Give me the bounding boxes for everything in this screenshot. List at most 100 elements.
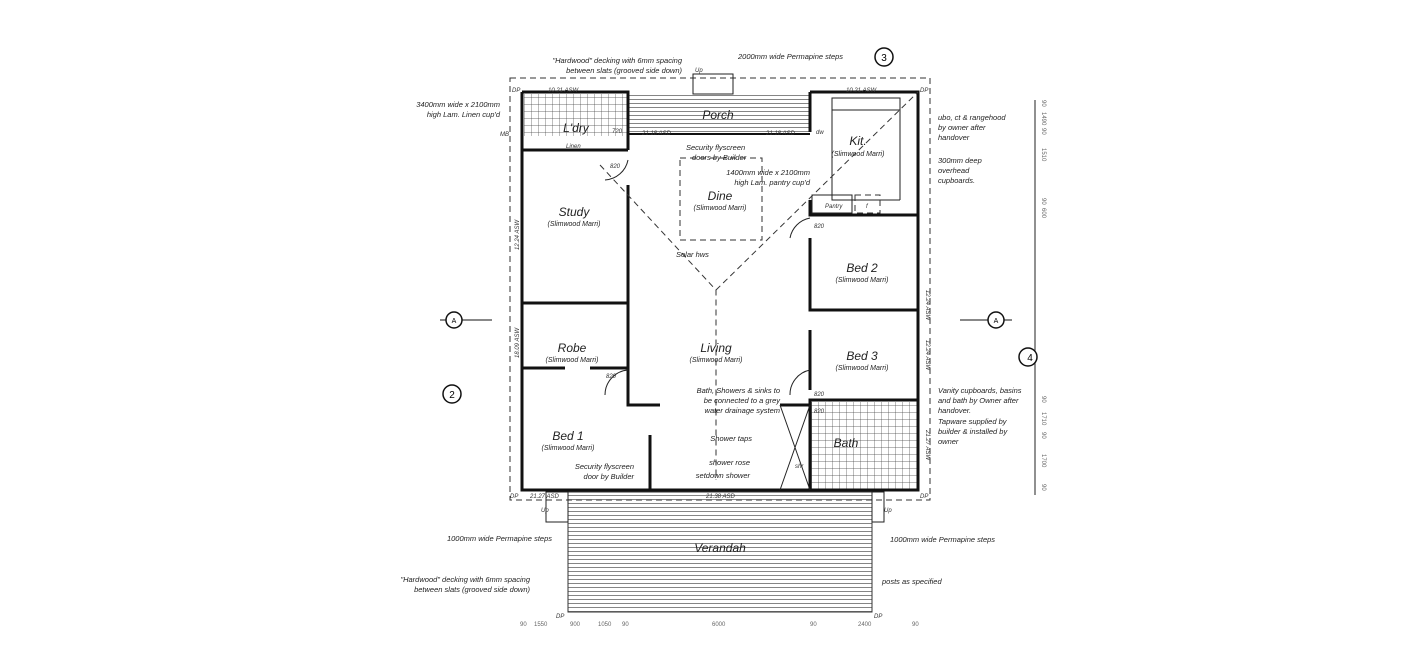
- svg-text:90: 90: [1040, 484, 1046, 491]
- svg-text:21.18 ASD: 21.18 ASD: [641, 131, 671, 137]
- svg-text:90: 90: [1040, 198, 1046, 205]
- room-robe: Robe: [558, 341, 587, 355]
- svg-text:900: 900: [570, 622, 581, 628]
- svg-text:820: 820: [814, 392, 825, 398]
- elevation-marker-right: A: [960, 311, 1012, 329]
- svg-text:21.27 ASD: 21.27 ASD: [529, 494, 559, 500]
- svg-text:DP: DP: [920, 494, 928, 500]
- svg-text:90: 90: [1040, 128, 1046, 135]
- svg-text:ubo, ct & rangehood: ubo, ct & rangehood: [938, 113, 1006, 122]
- dimensions-right: 90 1490 90 1510 90 600 90 1710 90 1700 9…: [1040, 100, 1046, 491]
- svg-text:Bath, Showers & sinks to: Bath, Showers & sinks to: [697, 386, 780, 395]
- svg-text:and bath by Owner after: and bath by Owner after: [938, 396, 1019, 405]
- section-marker-top: 3: [874, 47, 894, 67]
- svg-text:820: 820: [610, 164, 621, 170]
- svg-text:handover: handover: [938, 133, 970, 142]
- svg-text:21.38 ASD: 21.38 ASD: [705, 494, 735, 500]
- svg-text:dw: dw: [816, 130, 824, 136]
- svg-text:90: 90: [622, 622, 629, 628]
- room-bed3-floor: (Slimwood Marri): [836, 365, 889, 372]
- svg-text:cupboards.: cupboards.: [938, 176, 975, 185]
- svg-text:21.18 ASD: 21.18 ASD: [765, 131, 795, 137]
- svg-text:1490: 1490: [1040, 112, 1046, 126]
- room-living: Living: [700, 341, 732, 355]
- plan-labels: Up Up Up DP DP DP DP DP DP MB Linen dw P…: [500, 68, 930, 620]
- svg-text:12.24 ASW: 12.24 ASW: [924, 340, 930, 371]
- roof-lines: [599, 91, 919, 480]
- svg-text:DP: DP: [556, 614, 564, 620]
- bath-tiles: [810, 402, 917, 489]
- svg-text:1550: 1550: [534, 622, 548, 628]
- svg-text:Up: Up: [884, 508, 892, 514]
- svg-text:high Lam. Linen cup'd: high Lam. Linen cup'd: [427, 110, 501, 119]
- room-bed2: Bed 2: [846, 261, 878, 275]
- svg-text:6000: 6000: [712, 622, 726, 628]
- room-bath: Bath: [834, 436, 859, 450]
- svg-text:10.21 ASW: 10.21 ASW: [846, 88, 877, 94]
- svg-text:handover.: handover.: [938, 406, 971, 415]
- svg-text:between slats (grooved side do: between slats (grooved side down): [414, 585, 530, 594]
- room-laundry: L'dry: [563, 121, 590, 135]
- svg-text:90: 90: [1040, 396, 1046, 403]
- svg-text:overhead: overhead: [938, 166, 970, 175]
- svg-text:21.27 ASW: 21.27 ASW: [924, 429, 930, 461]
- annotations: "Hardwood" decking with 6mm spacing betw…: [400, 52, 1021, 594]
- svg-text:by owner after: by owner after: [938, 123, 986, 132]
- pantry-cupboard: [811, 194, 853, 214]
- svg-text:10.21 ASW: 10.21 ASW: [548, 88, 579, 94]
- laundry-tiles: [524, 94, 628, 136]
- svg-text:Up: Up: [695, 68, 703, 74]
- svg-text:DP: DP: [920, 88, 928, 94]
- verandah-decking: [567, 491, 873, 613]
- svg-text:Solar hws: Solar hws: [676, 250, 709, 259]
- svg-text:builder & installed by: builder & installed by: [938, 427, 1008, 436]
- svg-text:DP: DP: [510, 494, 518, 500]
- svg-text:820: 820: [814, 409, 825, 415]
- svg-text:Linen: Linen: [566, 144, 581, 150]
- fridge-space: [854, 194, 881, 214]
- room-bed1: Bed 1: [552, 429, 583, 443]
- svg-text:door by Builder: door by Builder: [584, 472, 635, 481]
- svg-text:3400mm wide x 2100mm: 3400mm wide x 2100mm: [416, 100, 500, 109]
- room-bed1-floor: (Slimwood Marri): [542, 445, 595, 452]
- svg-text:shr: shr: [795, 464, 804, 470]
- room-study: Study: [559, 205, 591, 219]
- svg-text:720: 720: [612, 129, 623, 135]
- svg-text:1400mm wide x 2100mm: 1400mm wide x 2100mm: [726, 168, 810, 177]
- door-swings: [604, 159, 811, 396]
- svg-text:12.24 ASW: 12.24 ASW: [515, 219, 521, 250]
- svg-text:1510: 1510: [1040, 148, 1046, 162]
- svg-text:90: 90: [810, 622, 817, 628]
- svg-text:setdown shower: setdown shower: [696, 471, 751, 480]
- svg-text:1050: 1050: [598, 622, 612, 628]
- kitchen-bench: [831, 97, 901, 201]
- room-porch: Porch: [702, 108, 734, 122]
- svg-text:MB: MB: [500, 132, 509, 138]
- room-kitchen-floor: (Slimwood Marri): [832, 151, 885, 158]
- svg-text:water drainage system: water drainage system: [705, 406, 780, 415]
- svg-text:"Hardwood" decking with 6mm sp: "Hardwood" decking with 6mm spacing: [552, 56, 682, 65]
- svg-text:12.24 ASW: 12.24 ASW: [924, 290, 930, 321]
- svg-text:owner: owner: [938, 437, 959, 446]
- svg-text:posts as specified: posts as specified: [881, 577, 942, 586]
- svg-text:Up: Up: [541, 508, 549, 514]
- section-marker-left: 2: [442, 384, 462, 404]
- svg-text:Tapware supplied by: Tapware supplied by: [938, 417, 1008, 426]
- svg-text:90: 90: [1040, 432, 1046, 439]
- svg-text:18.09 ASW: 18.09 ASW: [515, 327, 521, 358]
- porch-decking: [628, 94, 810, 132]
- svg-text:3: 3: [881, 53, 887, 64]
- svg-text:2400: 2400: [858, 622, 872, 628]
- verandah-steps-right: [871, 491, 885, 523]
- svg-text:Security flyscreen: Security flyscreen: [575, 462, 634, 471]
- room-robe-floor: (Slimwood Marri): [546, 357, 599, 364]
- svg-text:2000mm wide Permapine steps: 2000mm wide Permapine steps: [737, 52, 843, 61]
- svg-text:"Hardwood" decking with 6mm sp: "Hardwood" decking with 6mm spacing: [400, 575, 530, 584]
- room-dine-floor: (Slimwood Marri): [694, 205, 747, 212]
- svg-text:A: A: [452, 318, 457, 325]
- section-marker-right: 4: [1018, 347, 1038, 367]
- svg-text:Pantry: Pantry: [825, 204, 843, 210]
- svg-text:90: 90: [912, 622, 919, 628]
- porch-steps: [692, 73, 734, 95]
